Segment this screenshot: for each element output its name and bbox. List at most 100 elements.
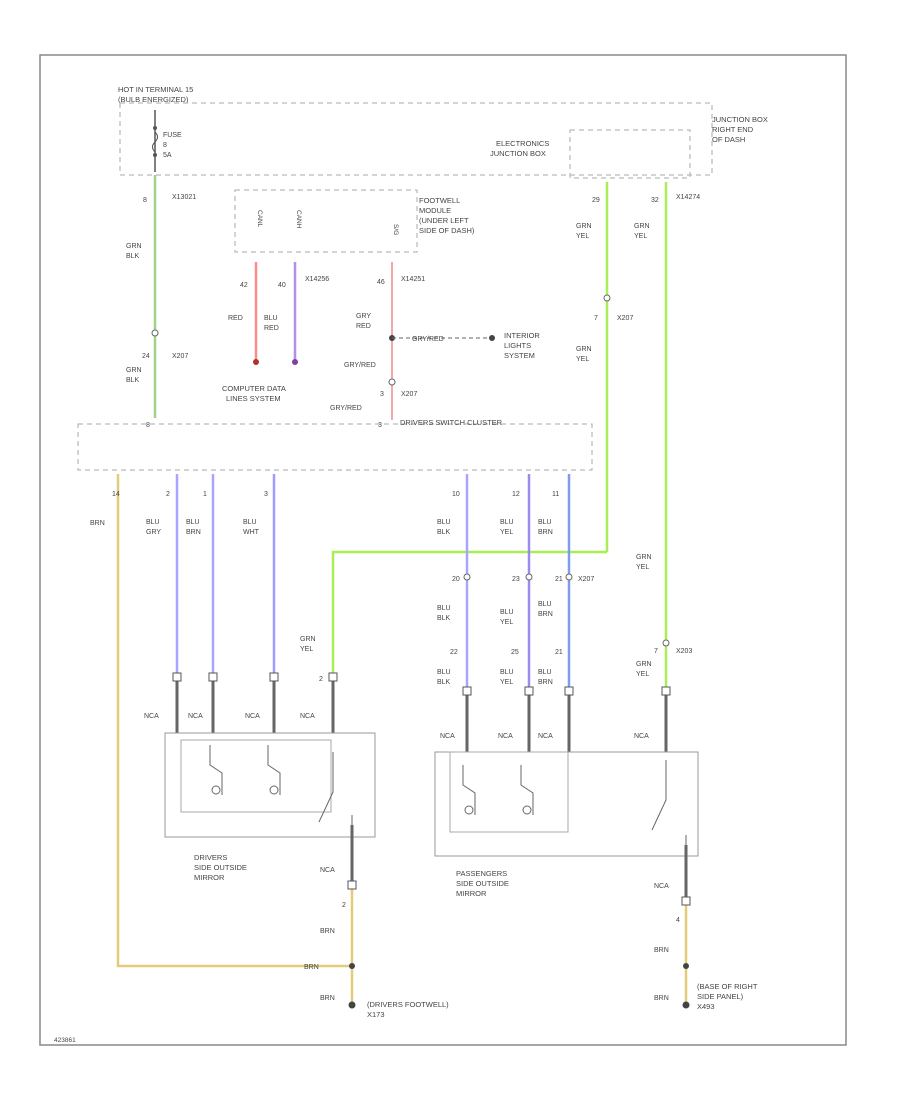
fuse-terminal-top [153, 126, 157, 130]
pin-3b: 3 [378, 422, 382, 429]
wire-label-blk-2: BLK [126, 377, 140, 384]
passengers-mirror-box [434, 751, 699, 857]
fuse-amps: 5A [163, 152, 172, 159]
footwell-module-outline [234, 189, 418, 253]
pin-3-lower: 3 [264, 491, 268, 498]
mirror-connector-stubs [175, 676, 668, 752]
wire-label-brn-12: BRN [538, 679, 553, 686]
fuse-icon [152, 131, 158, 153]
inline-connector-brn [565, 573, 573, 581]
fuse-number: 8 [163, 142, 167, 149]
pin-21-lower: 21 [555, 649, 563, 656]
pin-29: 29 [592, 197, 600, 204]
wire-label-brn-g4: BRN [654, 947, 669, 954]
drivers-footwell-line1: (DRIVERS FOOTWELL) [367, 1000, 449, 1009]
computer-data-line1: COMPUTER DATA [222, 384, 286, 393]
wire-label-grn-f: GRN [300, 636, 316, 643]
connector-x14256: X14256 [305, 276, 329, 283]
fm-line4: SIDE OF DASH) [419, 226, 475, 235]
drivers-ground-pin [347, 880, 357, 890]
passengers-mirror-inner [449, 751, 569, 833]
wire-label-blu-6: BLU [538, 519, 552, 526]
wire-label-gry-red-2: GRY/RED [344, 362, 376, 369]
drivers-mirror-inner [180, 739, 332, 813]
wire-label-grn-b: GRN [634, 223, 650, 230]
drivers-mirror-box [164, 732, 376, 838]
drivers-footwell-line2: X173 [367, 1010, 385, 1019]
pin-22: 22 [450, 649, 458, 656]
pin-1: 1 [203, 491, 207, 498]
fm-pin-sg: S/G [392, 224, 399, 235]
electronics-junction-box-outline [119, 102, 713, 176]
pin-20: 20 [452, 576, 460, 583]
wire-label-gry-1: GRY [146, 529, 161, 536]
connector-x203: X203 [676, 648, 692, 655]
jb-right-line2: RIGHT END [712, 125, 754, 134]
nca-3: NCA [245, 713, 260, 720]
wire-label-yel-b: YEL [634, 233, 647, 240]
wire-label-red-3: RED [356, 323, 371, 330]
wire-label-brn-left: BRN [90, 520, 105, 527]
wire-label-blu-11: BLU [500, 669, 514, 676]
wire-label-yel-d: YEL [636, 564, 649, 571]
pin-12: 12 [512, 491, 520, 498]
nca-5: NCA [440, 733, 455, 740]
drivers-mirror-line1: DRIVERS [194, 853, 227, 862]
can-terminal-red [253, 359, 259, 365]
drivers-mirror-motors-icon [209, 745, 353, 825]
mirror-connector-pins [172, 672, 671, 696]
pin-23: 23 [512, 576, 520, 583]
connector-x14274: X14274 [676, 194, 700, 201]
interior-lights-line3: SYSTEM [504, 351, 535, 360]
fm-pin-canl: CANL [256, 210, 263, 228]
wire-label-blu-1: BLU [146, 519, 160, 526]
jb-right-line3: OF DASH [712, 135, 745, 144]
pin-32: 32 [651, 197, 659, 204]
wire-label-blu-5: BLU [500, 519, 514, 526]
nca-6: NCA [498, 733, 513, 740]
nca-2: NCA [188, 713, 203, 720]
pin-2-crossover: 2 [319, 676, 323, 683]
wire-label-blu-12: BLU [538, 669, 552, 676]
wire-label-red-2: RED [264, 325, 279, 332]
interior-lights-line1: INTERIOR [504, 331, 540, 340]
wire-label-blu-8: BLU [500, 609, 514, 616]
pin-21: 21 [555, 576, 563, 583]
hot-label-line2: (BULB ENERGIZED) [118, 95, 189, 104]
connector-x14251: X14251 [401, 276, 425, 283]
wire-label-brn-g2: BRN [304, 964, 319, 971]
right-panel-line2: SIDE PANEL) [697, 992, 744, 1001]
pin-24: 24 [142, 353, 150, 360]
wire-label-gry-red-3: GRY/RED [330, 405, 362, 412]
wire-label-blu-9: BLU [538, 601, 552, 608]
wire-label-blu-4: BLU [437, 519, 451, 526]
wire-label-grn-e: GRN [636, 661, 652, 668]
wire-label-yel-a: YEL [576, 233, 589, 240]
drivers-ground-icon [348, 1001, 356, 1009]
ejb-label-line2: JUNCTION BOX [490, 149, 546, 158]
pin-2: 2 [166, 491, 170, 498]
nca-4: NCA [300, 713, 315, 720]
drivers-mirror-line2: SIDE OUTSIDE [194, 863, 247, 872]
wire-label-blk-10: BLK [437, 679, 451, 686]
passenger-ground-splice [683, 963, 689, 969]
pin-40: 40 [278, 282, 286, 289]
jb-right-line1: JUNCTION BOX [712, 115, 768, 124]
right-panel-line1: (BASE OF RIGHT [697, 982, 758, 991]
pin-8: 8 [143, 197, 147, 204]
inline-connector-yel [525, 573, 533, 581]
wire-label-red: RED [228, 315, 243, 322]
computer-data-line2: LINES SYSTEM [226, 394, 281, 403]
wire-label-yel-c: YEL [576, 356, 589, 363]
wire-label-gry: GRY [356, 313, 371, 320]
wire-label-grn-2: GRN [126, 367, 142, 374]
pin-25: 25 [511, 649, 519, 656]
wire-label-brn-6: BRN [538, 529, 553, 536]
passengers-mirror-motors-icon [462, 760, 687, 845]
pin-42: 42 [240, 282, 248, 289]
wire-label-yel-e: YEL [636, 671, 649, 678]
pin-4: 4 [676, 917, 680, 924]
wire-label-yel-f: YEL [300, 646, 313, 653]
nca-1: NCA [144, 713, 159, 720]
